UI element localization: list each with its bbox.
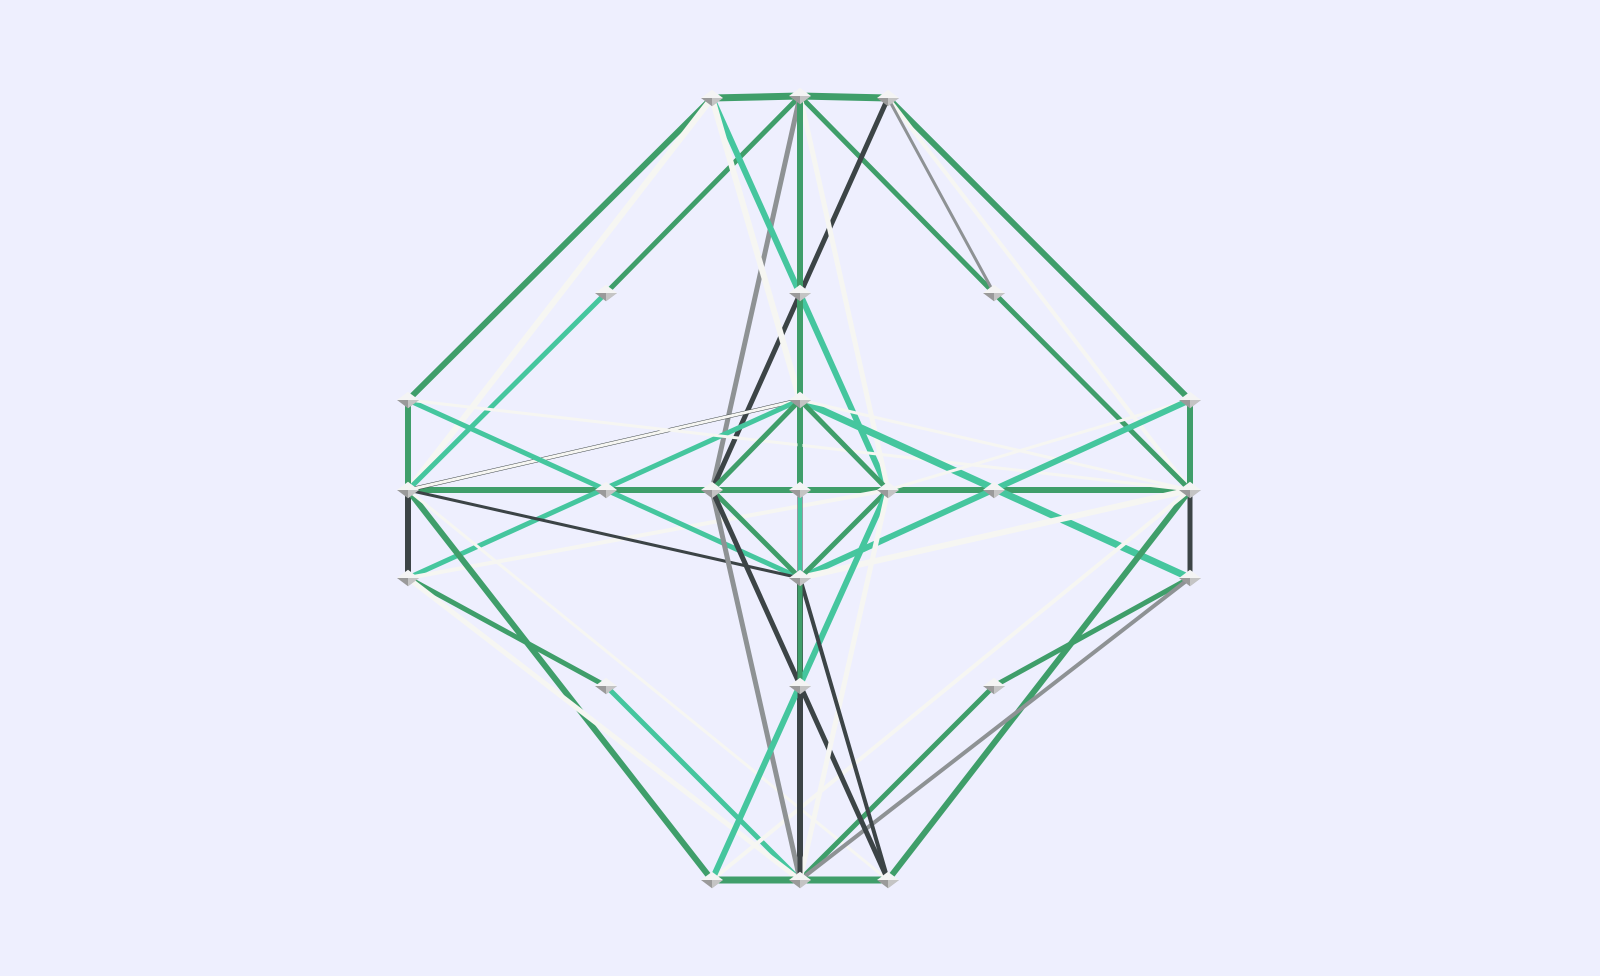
vertex-br bbox=[877, 871, 899, 889]
vertex-l1 bbox=[397, 391, 419, 409]
edge-l3-cr bbox=[406, 488, 890, 580]
vertex-uc bbox=[789, 284, 811, 302]
edge-l2-c1 bbox=[406, 398, 802, 492]
vertex-cc bbox=[789, 481, 811, 499]
vertex-ul bbox=[595, 284, 617, 302]
edge-cr-bc bbox=[797, 487, 891, 883]
edge-tr-ur bbox=[886, 96, 996, 295]
vertex-l2 bbox=[397, 481, 419, 499]
vertex-l3 bbox=[397, 569, 419, 587]
edge-tr-r1 bbox=[885, 95, 1193, 403]
edge-r2-br bbox=[885, 487, 1193, 883]
vertex-bl bbox=[701, 871, 723, 889]
edge-tc-cl bbox=[709, 93, 803, 493]
edge-c3-br bbox=[798, 576, 890, 882]
vertex-ur bbox=[983, 284, 1005, 302]
vertex-lc bbox=[789, 677, 811, 695]
edge-tc-cr bbox=[797, 93, 891, 493]
vertex-cl bbox=[701, 481, 723, 499]
vertex-ml bbox=[595, 481, 617, 499]
vertex-ll bbox=[595, 677, 617, 695]
edge-ll-bc bbox=[603, 683, 803, 883]
vertex-tc bbox=[789, 87, 811, 105]
edge-cr-c3 bbox=[797, 487, 891, 581]
edge-tc-ul bbox=[603, 93, 803, 296]
edge-tl-tc bbox=[708, 92, 804, 102]
edge-cl-bc bbox=[709, 487, 803, 883]
edge-r3-lr bbox=[991, 575, 1193, 689]
edge-c1-r2 bbox=[798, 398, 1192, 492]
edge-ul-l2 bbox=[405, 290, 609, 493]
edge-ur-r2 bbox=[991, 290, 1193, 493]
edge-tc-tr bbox=[796, 92, 892, 102]
edge-r1-cr bbox=[886, 398, 1192, 492]
edge-c3-r2 bbox=[797, 487, 1193, 581]
vertex-layer bbox=[397, 87, 1201, 889]
edge-l2-bl bbox=[405, 487, 715, 883]
edge-lr-bc bbox=[797, 683, 997, 883]
vertex-r2 bbox=[1179, 481, 1201, 499]
edge-r2-bl bbox=[710, 488, 1192, 882]
vertex-lr bbox=[983, 677, 1005, 695]
edge-l2-c3 bbox=[406, 488, 802, 580]
vertex-r3 bbox=[1179, 569, 1201, 587]
vertex-cr bbox=[877, 481, 899, 499]
vertex-tl bbox=[701, 89, 723, 107]
edge-c1-cl bbox=[709, 397, 803, 493]
vertex-mr bbox=[983, 481, 1005, 499]
edge-tc-ur bbox=[797, 93, 997, 296]
edge-tl-l1 bbox=[405, 95, 715, 403]
edge-l3-ll bbox=[405, 575, 609, 689]
vertex-c1 bbox=[789, 391, 811, 409]
vertex-bc bbox=[789, 871, 811, 889]
edge-tl-c1 bbox=[709, 95, 803, 403]
edge-cl-c3 bbox=[709, 487, 803, 581]
edge-c1-cr bbox=[797, 397, 891, 493]
vertex-c3 bbox=[789, 569, 811, 587]
vertex-tr bbox=[877, 89, 899, 107]
vertex-r1 bbox=[1179, 391, 1201, 409]
edge-l2-br bbox=[406, 488, 890, 882]
